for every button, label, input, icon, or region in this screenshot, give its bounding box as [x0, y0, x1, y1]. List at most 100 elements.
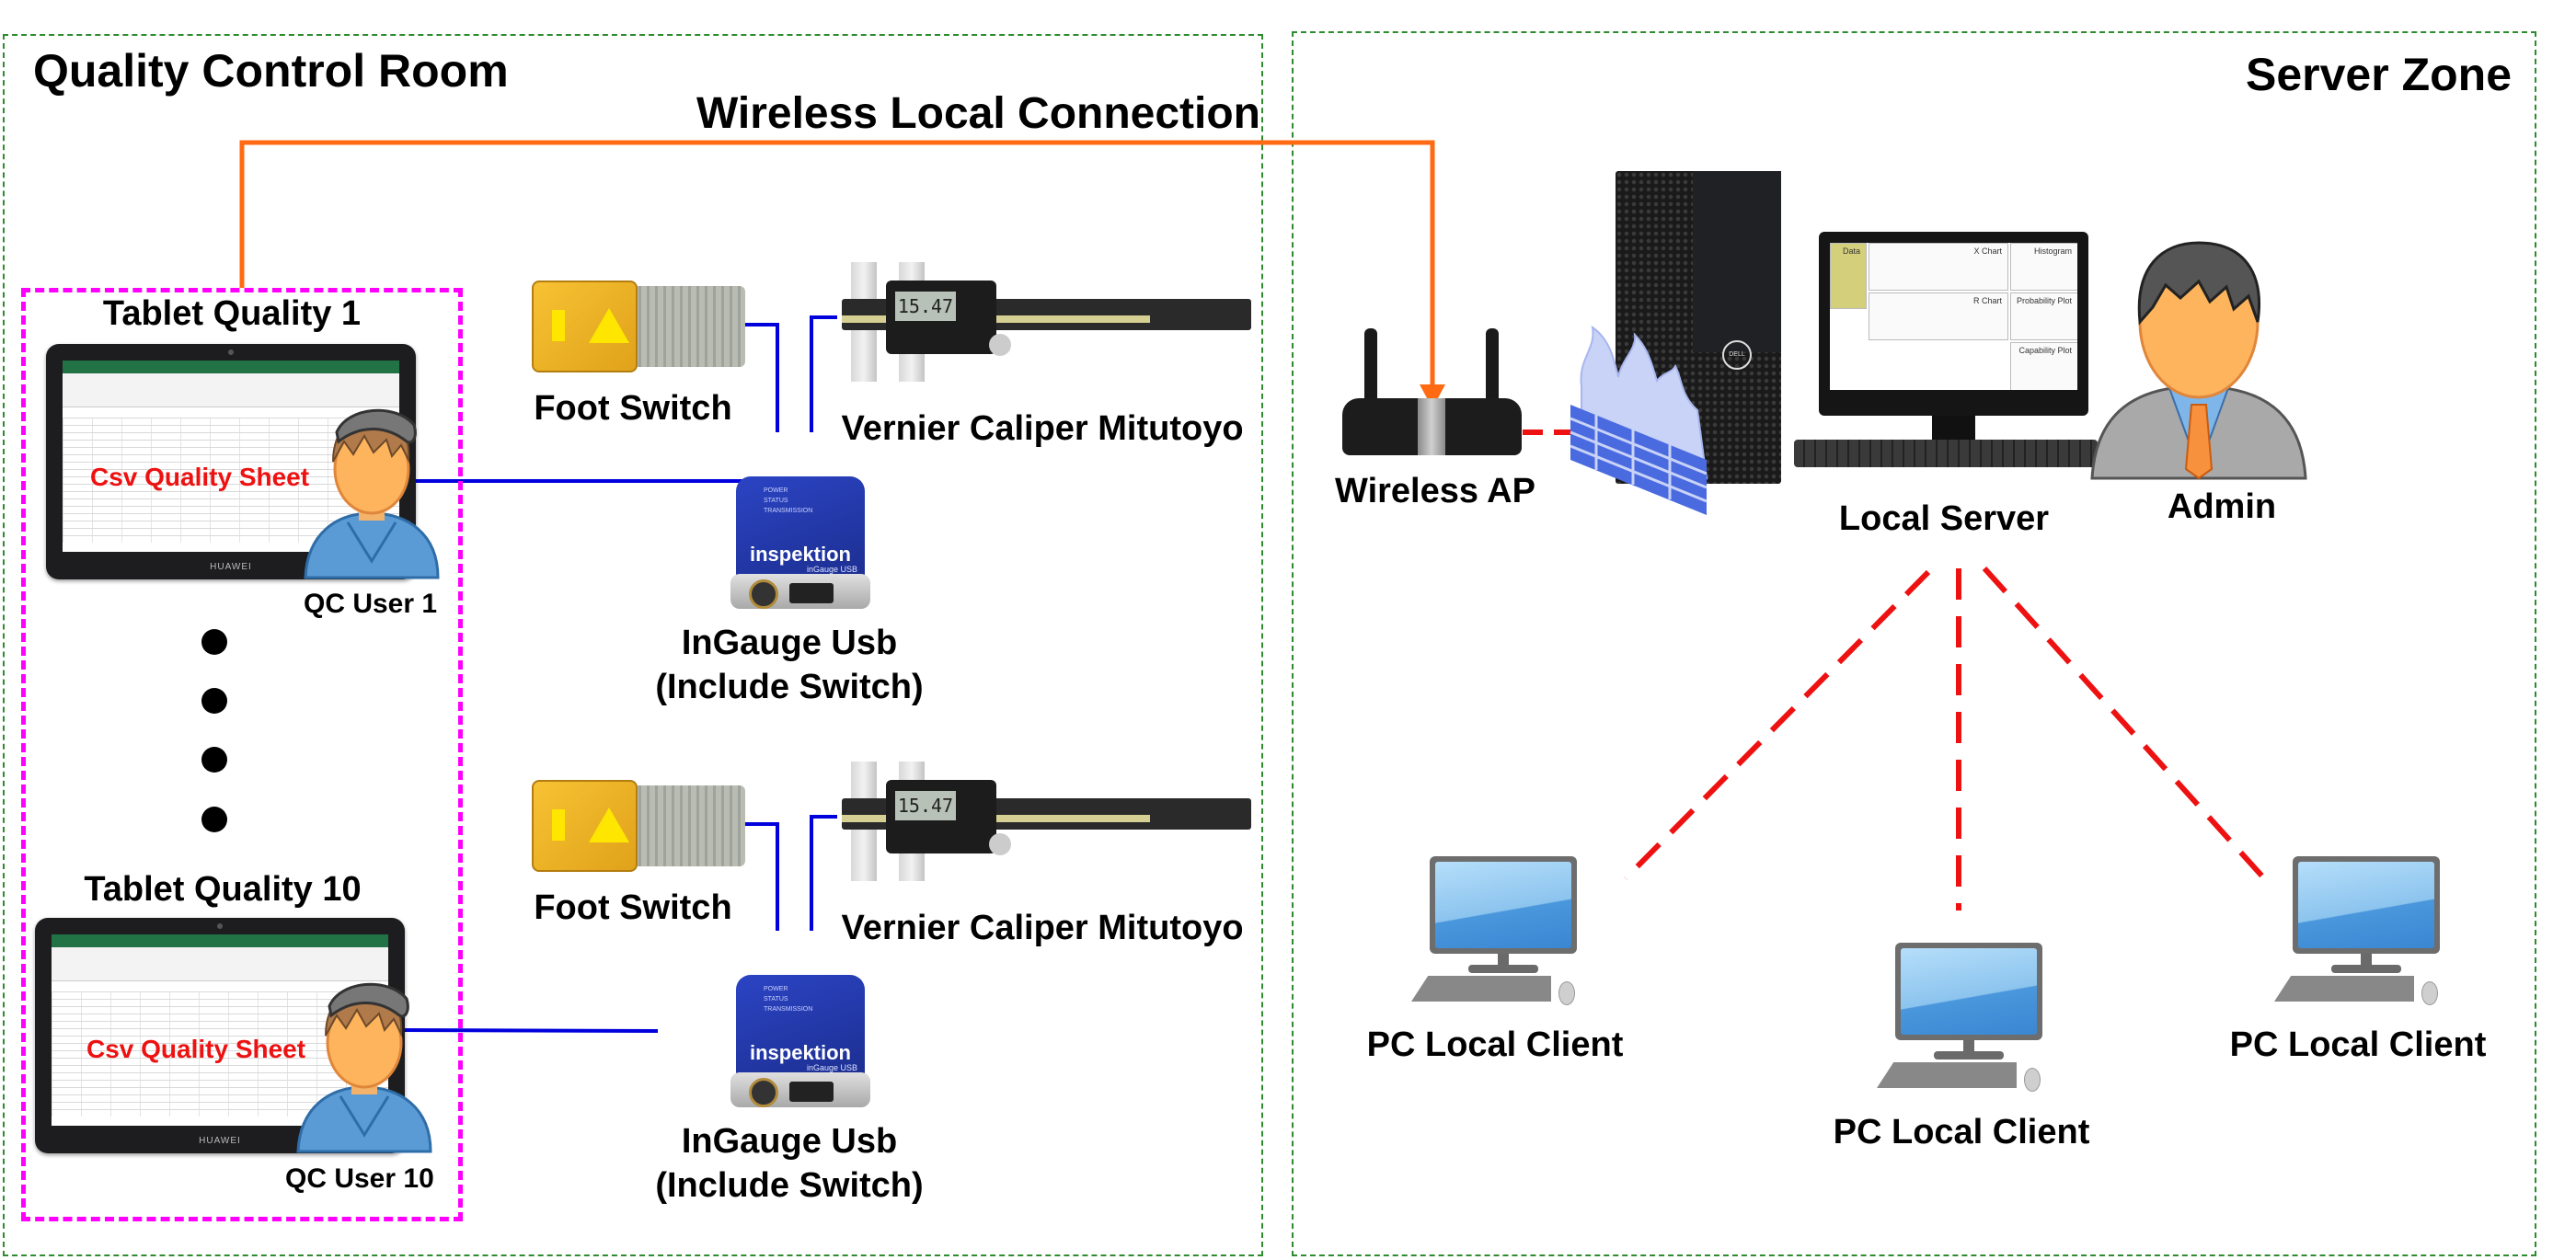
- inspektion-logo: inspektion: [749, 1041, 851, 1064]
- pc-mouse: [1558, 981, 1575, 1005]
- keyboard-icon: [1794, 440, 2098, 467]
- tablet-brand: HUAWEI: [210, 562, 252, 572]
- usb-port-icon: [789, 1082, 834, 1102]
- ingauge-usb-device: POWER STATUS TRANSMISSION inspektion inG…: [730, 975, 870, 1107]
- caliper-label: Vernier Caliper Mitutoyo: [841, 409, 1244, 448]
- pc-client-label: PC Local Client: [2229, 1025, 2487, 1064]
- foot-switch-label: Foot Switch: [534, 888, 732, 927]
- qc-user-label: QC User 1: [304, 589, 438, 619]
- connector-port-icon: [749, 579, 778, 609]
- local-server-monitor[interactable]: Data X Chart R Chart Histogram Probabili…: [1819, 232, 2088, 443]
- warning-icon: [589, 808, 629, 842]
- panel-x-chart: X Chart: [1869, 243, 2008, 291]
- router-antenna: [1486, 328, 1499, 402]
- foot-switch-device: [532, 780, 745, 872]
- quality-control-room-zone: [3, 34, 1263, 1256]
- ingauge-label-line1: InGauge Usb: [681, 624, 898, 662]
- tablet-label: Tablet Quality 1: [102, 294, 362, 333]
- led-power-label: POWER: [764, 487, 788, 494]
- led-status-label: STATUS: [764, 996, 788, 1002]
- qc-user-avatar-icon: [296, 982, 432, 1153]
- foot-switch-tag: [552, 809, 565, 841]
- caliper-thumb-roller: [989, 334, 1011, 356]
- server-zone: [1292, 31, 2536, 1256]
- ellipsis-dot: [201, 747, 227, 773]
- foot-switch-pedal: [633, 286, 745, 367]
- wireless-ap-label: Wireless AP: [1335, 472, 1535, 510]
- spreadsheet-title-bar: [52, 934, 388, 947]
- dell-logo: DELL: [1722, 339, 1752, 370]
- ellipsis-dot: [201, 629, 227, 655]
- router-antenna: [1364, 328, 1377, 402]
- pc-client-label: PC Local Client: [1366, 1025, 1624, 1064]
- ingauge-front-plate: [730, 574, 870, 609]
- pc-mouse: [2421, 981, 2438, 1005]
- foot-switch-label: Foot Switch: [534, 389, 732, 428]
- vernier-caliper-device: 15.47: [842, 262, 1251, 386]
- qc-user-avatar-icon: [304, 408, 440, 579]
- router-center-strip: [1418, 398, 1445, 455]
- led-power-label: POWER: [764, 986, 788, 992]
- panel-histogram: Histogram: [2010, 243, 2077, 291]
- csv-quality-sheet-label: Csv Quality Sheet: [90, 463, 310, 491]
- caliper-label: Vernier Caliper Mitutoyo: [841, 909, 1244, 947]
- usb-port-icon: [789, 583, 834, 603]
- firewall-icon: [1570, 325, 1708, 515]
- led-status-label: STATUS: [764, 498, 788, 504]
- ingauge-led-labels: POWER STATUS TRANSMISSION: [764, 984, 812, 1014]
- wireless-connection-label: Wireless Local Connection: [696, 89, 1260, 138]
- tablet-brand: HUAWEI: [199, 1136, 241, 1146]
- pc-client-label: PC Local Client: [1833, 1113, 2090, 1151]
- admin-avatar-icon: [2090, 241, 2307, 480]
- camera-icon: [228, 349, 234, 355]
- pc-monitor: [1895, 943, 2042, 1040]
- panel-r-chart: R Chart: [1869, 292, 2008, 340]
- spreadsheet-ribbon: [52, 947, 388, 981]
- spreadsheet-title-bar: [63, 361, 399, 373]
- camera-icon: [217, 923, 223, 929]
- led-transmission-label: TRANSMISSION: [764, 1006, 813, 1013]
- pc-mouse: [2024, 1068, 2041, 1092]
- ingauge-label-line2: (Include Switch): [655, 1166, 924, 1205]
- tower-front-panel: [1693, 171, 1781, 353]
- panel-data: Data: [1830, 243, 1867, 309]
- inspektion-logo: inspektion: [749, 543, 851, 566]
- caliper-reading: 15.47: [895, 292, 956, 321]
- foot-switch-tag: [552, 310, 565, 341]
- monitor-stand: [1932, 416, 1975, 443]
- vernier-caliper-device: 15.47: [842, 762, 1251, 886]
- ingauge-sub-logo: inGauge USB: [806, 565, 857, 574]
- tablet-label: Tablet Quality 10: [84, 870, 362, 909]
- caliper-thumb-roller: [989, 833, 1011, 855]
- panel-probability-plot: Probability Plot: [2010, 292, 2077, 340]
- foot-switch-pedal: [633, 785, 745, 866]
- led-transmission-label: TRANSMISSION: [764, 508, 813, 514]
- foot-switch-device: [532, 281, 745, 372]
- admin-label: Admin: [2167, 487, 2277, 526]
- connector-port-icon: [749, 1078, 778, 1107]
- panel-capability-plot: Capability Plot: [2010, 342, 2077, 390]
- pc-keyboard: [1411, 976, 1551, 1002]
- tablet-group-box: [21, 288, 463, 1221]
- ingauge-sub-logo: inGauge USB: [806, 1063, 857, 1072]
- wireless-ap-router-icon: [1342, 328, 1522, 457]
- qc-user-label: QC User 10: [285, 1163, 434, 1194]
- pc-keyboard: [2274, 976, 2414, 1002]
- warning-icon: [589, 308, 629, 343]
- quality-control-room-title: Quality Control Room: [33, 45, 509, 97]
- local-server-label: Local Server: [1838, 499, 2050, 538]
- ingauge-label-line1: InGauge Usb: [681, 1122, 898, 1161]
- server-zone-title: Server Zone: [2245, 49, 2512, 100]
- spreadsheet-ribbon: [63, 373, 399, 407]
- pc-monitor: [2293, 856, 2440, 954]
- pc-keyboard: [1877, 1062, 2017, 1088]
- ingauge-label-line2: (Include Switch): [655, 668, 924, 706]
- ingauge-usb-device: POWER STATUS TRANSMISSION inspektion inG…: [730, 476, 870, 609]
- ingauge-led-labels: POWER STATUS TRANSMISSION: [764, 486, 812, 516]
- spc-dashboard-screen: Data X Chart R Chart Histogram Probabili…: [1830, 243, 2077, 390]
- pc-monitor: [1430, 856, 1577, 954]
- caliper-reading: 15.47: [895, 791, 956, 820]
- csv-quality-sheet-label: Csv Quality Sheet: [86, 1035, 306, 1063]
- ellipsis-dot: [201, 688, 227, 714]
- ingauge-front-plate: [730, 1072, 870, 1107]
